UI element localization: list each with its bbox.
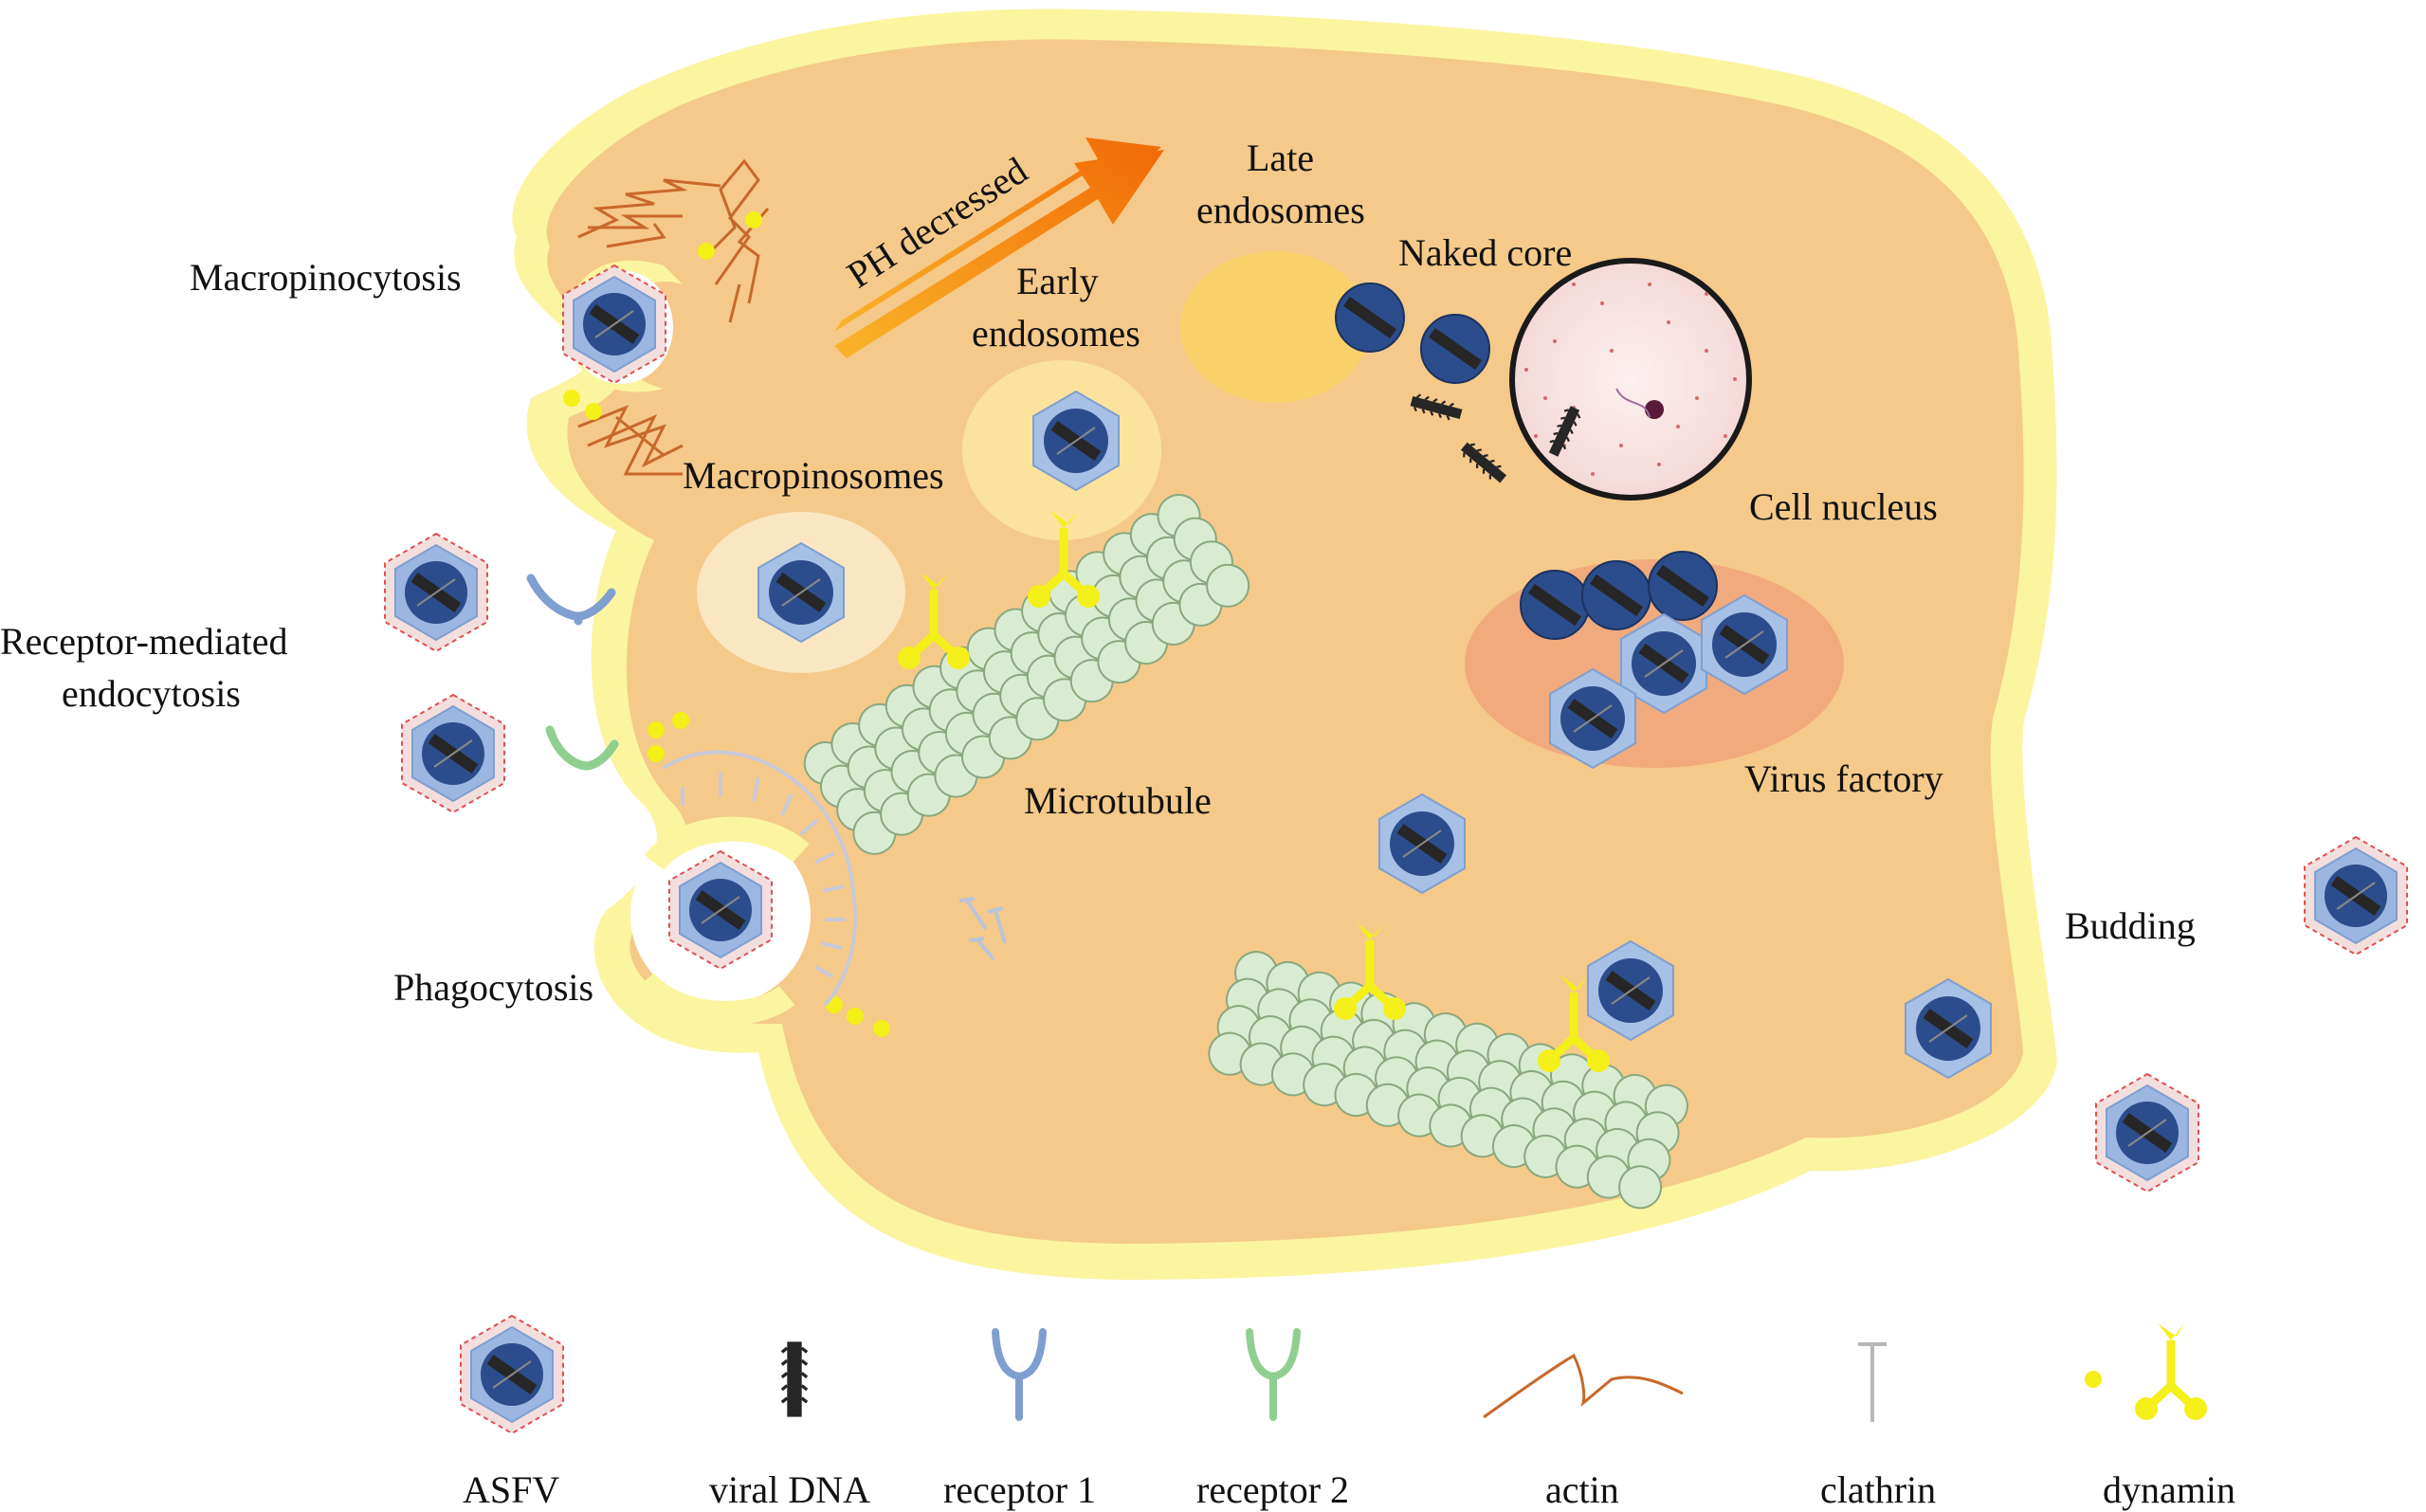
label-receptor-mediated: Receptor-mediated [0, 620, 288, 663]
legend-item-receptor-1: receptor 1 [943, 1328, 1096, 1511]
legend-label-receptor-2: receptor 2 [1196, 1468, 1349, 1511]
label-early-endosomes: endosomes [972, 312, 1140, 355]
label-virus-factory: Virus factory [1744, 757, 1943, 800]
label-macropinosomes: Macropinosomes [683, 454, 944, 497]
legend: ASFV viral DNA receptor 1 receptor 2 act… [460, 1315, 2235, 1511]
label-cell-nucleus: Cell nucleus [1749, 485, 1938, 528]
legend-item-dynamin: dynamin [2085, 1323, 2235, 1511]
factory-core-2 [1581, 560, 1651, 630]
legend-item-clathrin: clathrin [1820, 1342, 1936, 1511]
receptor-1-surface [526, 574, 616, 626]
legend-label-viral-dna: viral DNA [709, 1468, 870, 1511]
factory-core-1 [1520, 570, 1590, 640]
receptor-1-icon [992, 1328, 1047, 1421]
actin-icon [1483, 1353, 1684, 1419]
label-budding: Budding [2065, 904, 2196, 947]
receptor-2-icon [1246, 1328, 1301, 1421]
naked-core-2 [1420, 314, 1490, 384]
dynamin-icon [2085, 1323, 2207, 1420]
receptor-2-virion [401, 694, 505, 813]
ph-arrow-body [834, 150, 1164, 358]
label-endocytosis: endocytosis [62, 672, 241, 715]
asfv-icon [460, 1315, 564, 1434]
label-early: Early [1016, 260, 1099, 302]
label-late: Late [1247, 137, 1314, 179]
cell-nucleus [1509, 258, 1752, 501]
legend-item-viral-dna: viral DNA [709, 1339, 870, 1511]
viral-dna-icon [780, 1339, 809, 1419]
legend-item-actin: actin [1483, 1353, 1684, 1511]
receptor-1-virion [384, 533, 488, 652]
late-endosome [1180, 251, 1370, 403]
factory-core-3 [1648, 551, 1718, 621]
legend-label-actin: actin [1545, 1468, 1619, 1511]
released-virion-1 [2304, 836, 2408, 956]
legend-label-asfv: ASFV [463, 1468, 559, 1511]
legend-item-receptor-2: receptor 2 [1196, 1328, 1349, 1511]
label-macropinocytosis: Macropinocytosis [190, 256, 462, 299]
actin-filaments [577, 158, 770, 476]
legend-label-receptor-1: receptor 1 [943, 1468, 1096, 1511]
label-naked-core: Naked core [1398, 231, 1572, 274]
receptor-2-surface [545, 725, 619, 771]
naked-core-1 [1335, 282, 1405, 353]
microtubule-upper [803, 494, 1250, 855]
clathrin-coat [662, 750, 857, 1007]
clathrin-fragments [958, 897, 1007, 961]
legend-item-asfv: ASFV [460, 1315, 564, 1511]
legend-label-clathrin: clathrin [1820, 1468, 1936, 1511]
label-microtubule: Microtubule [1024, 779, 1212, 822]
label-phagocytosis: Phagocytosis [393, 966, 593, 1009]
label-late-endosomes: endosomes [1196, 189, 1365, 231]
legend-label-dynamin: dynamin [2103, 1468, 2235, 1511]
clathrin-icon [1858, 1342, 1887, 1422]
released-virion-2 [2095, 1073, 2199, 1193]
